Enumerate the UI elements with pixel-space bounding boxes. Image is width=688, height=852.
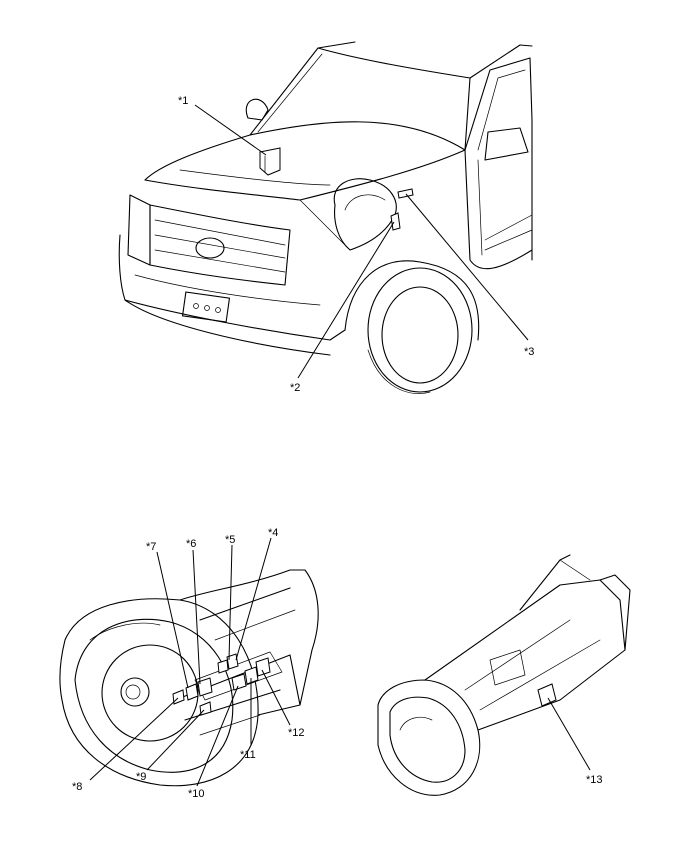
callout-10: *10: [188, 788, 205, 800]
callout-7: *7: [146, 541, 156, 553]
vehicle-leader-lines: [194, 104, 529, 379]
transmission-leader-lines: [89, 537, 291, 787]
automatic-transmission-illustration: [59, 569, 319, 787]
callout-5: *5: [225, 534, 235, 546]
callout-4: *4: [268, 527, 278, 539]
leader-13: [547, 697, 591, 771]
callout-11: *11: [240, 749, 256, 761]
callout-13: *13: [586, 774, 603, 786]
callout-8: *8: [72, 781, 82, 793]
callout-labels: *1 *2 *3 *4 *5 *6 *7 *8 *9 *10 *11 *12 *…: [72, 95, 603, 800]
callout-3: *3: [524, 346, 534, 358]
callout-1: *1: [178, 95, 188, 107]
manual-transmission-illustration: [377, 554, 631, 796]
callout-12: *12: [288, 727, 305, 739]
callout-9: *9: [136, 771, 146, 783]
callout-2: *2: [290, 382, 300, 394]
callout-6: *6: [186, 538, 196, 550]
